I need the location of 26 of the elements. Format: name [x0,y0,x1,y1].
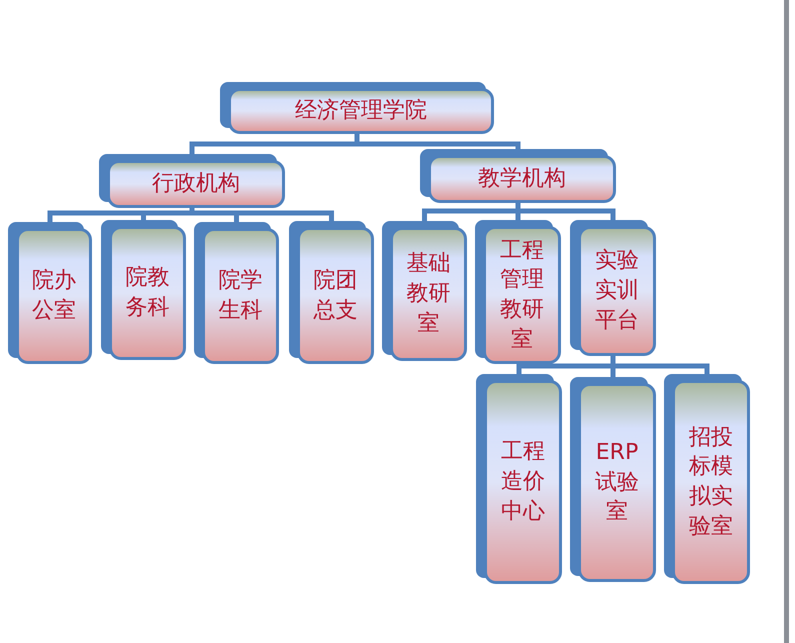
box-label: 行政机构 [152,170,240,198]
box-label: 院教务科 [124,264,170,322]
box-label: 院办公室 [31,267,77,325]
org-box [16,228,92,364]
org-box [228,88,494,134]
box-label: 招投标模拟实验室 [688,424,734,541]
box-label: 教学机构 [478,165,566,194]
org-box [428,155,616,203]
box-label: 工程造价中心 [500,438,546,526]
box-label: 院学生科 [218,267,264,325]
org-box [484,380,562,584]
box-label: 实验实训平台 [594,247,640,335]
org-box [483,226,561,364]
org-box [578,383,656,582]
box-label: 基础教研室 [406,250,452,338]
org-box [109,226,186,360]
org-box [390,227,467,361]
org-box [297,227,374,364]
box-label: 院团总支 [312,266,358,324]
box-label: 经济管理学院 [295,97,427,126]
org-box [672,380,750,584]
org-box [107,160,285,208]
org-box [202,228,279,364]
box-label: ERP试验室 [594,438,640,526]
org-box [578,226,656,356]
box-label: 工程管理教研室 [499,236,545,354]
